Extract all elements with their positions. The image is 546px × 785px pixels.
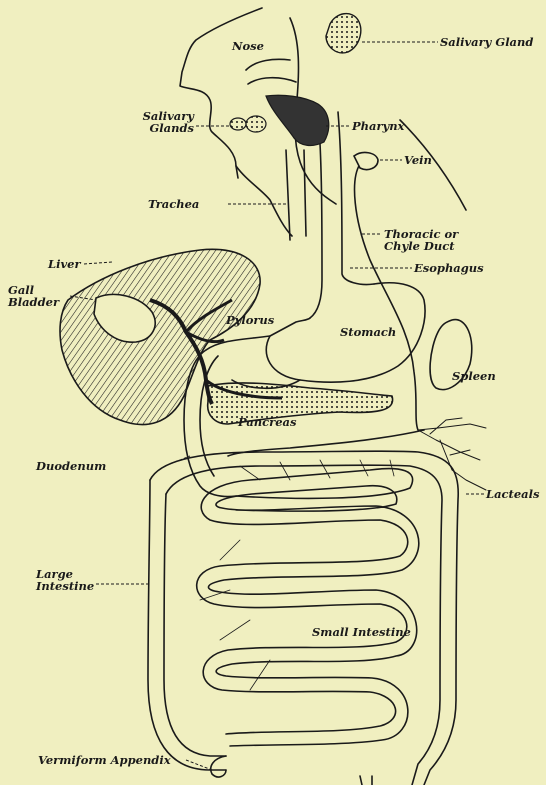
leader-liver [84, 262, 112, 264]
rectum [360, 776, 372, 785]
label-large-line2: Intestine [36, 580, 98, 592]
label-vein: Vein [404, 154, 432, 166]
label-spleen: Spleen [452, 370, 496, 382]
label-pancreas: Pancreas [238, 416, 296, 428]
label-esophagus: Esophagus [414, 262, 484, 274]
label-small-intestine: Small Intestine [312, 626, 411, 638]
label-lacteals: Lacteals [486, 488, 539, 500]
chin-line [236, 166, 292, 236]
nasal-cavity [246, 59, 290, 70]
head-outline [180, 8, 262, 178]
label-salivary-gland: Salivary Gland [440, 36, 533, 48]
label-gall-line2: Bladder [8, 296, 70, 308]
salivary-glands-shape-1 [230, 118, 246, 130]
label-thoracic-duct: Thoracic or Chyle Duct [384, 228, 494, 252]
label-nose: Nose [232, 40, 264, 52]
pharynx-shape [266, 95, 329, 145]
label-pylorus: Pylorus [226, 314, 274, 326]
label-large-intestine: Large Intestine [36, 568, 98, 592]
label-gall-bladder: Gall Bladder [8, 284, 70, 308]
appendix [211, 756, 226, 777]
label-salivary-glands-line2: Glands [114, 122, 194, 134]
label-salivary-glands: Salivary Glands [114, 110, 194, 134]
salivary-gland-shape [326, 14, 361, 53]
salivary-glands-shape-2 [246, 116, 266, 132]
pancreas-outline [208, 383, 393, 424]
large-intestine [148, 480, 226, 770]
label-pharynx: Pharynx [352, 120, 404, 132]
label-liver: Liver [48, 258, 81, 270]
label-duodenum: Duodenum [36, 460, 106, 472]
thoracic-duct [355, 164, 418, 430]
label-stomach: Stomach [340, 326, 396, 338]
label-trachea: Trachea [148, 198, 199, 210]
label-vermiform-appendix: Vermiform Appendix [38, 754, 171, 766]
trachea-tube [286, 150, 306, 240]
label-thoracic-line2: Chyle Duct [384, 240, 494, 252]
